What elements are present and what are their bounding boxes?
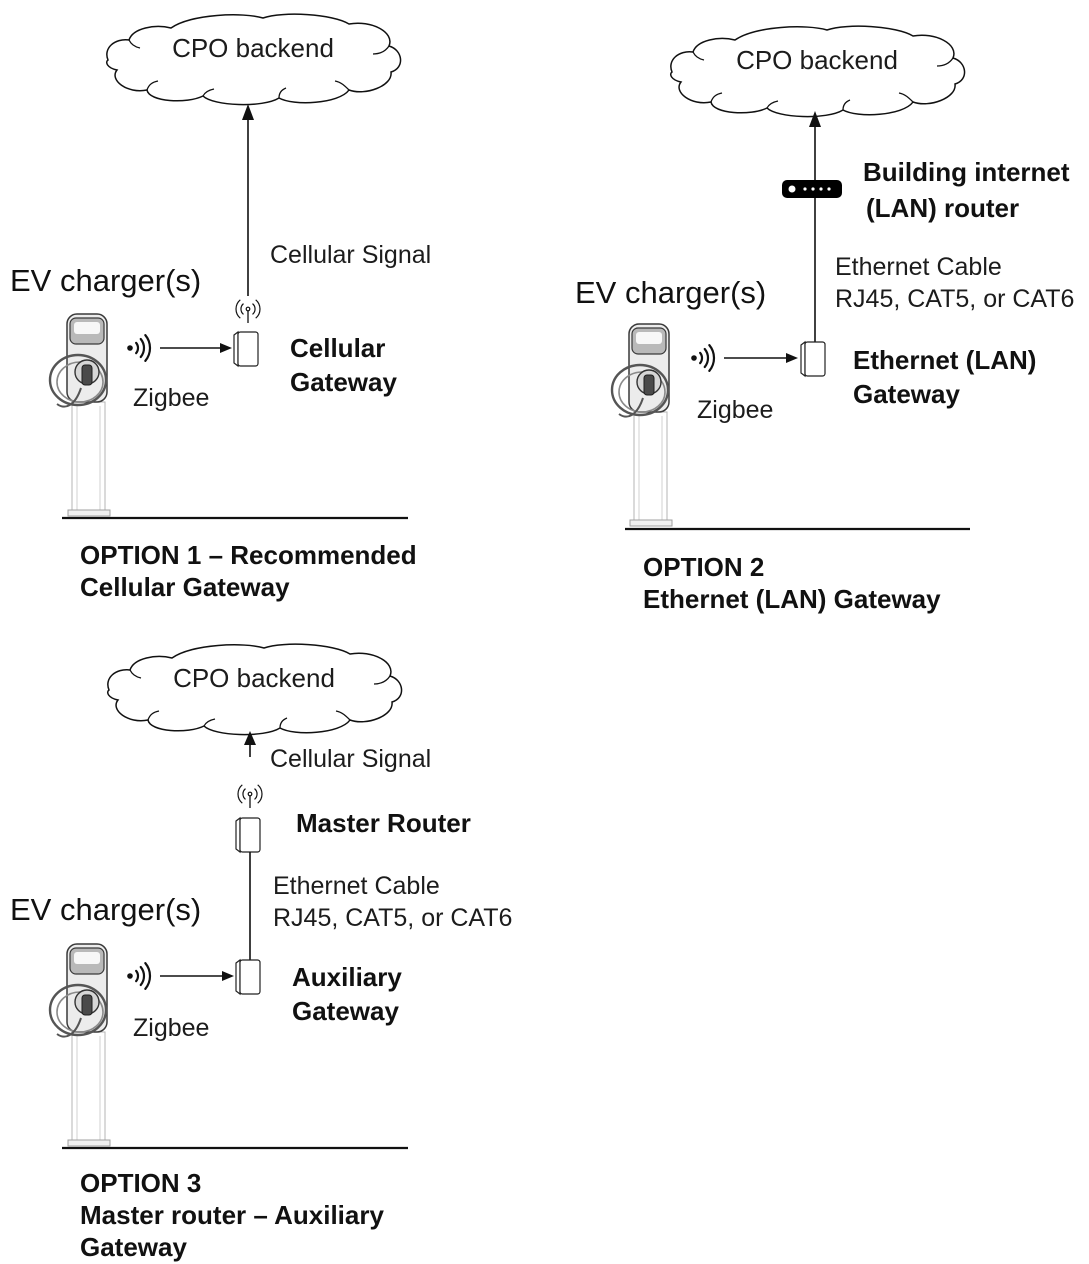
cable-label-line-1: Ethernet Cable bbox=[835, 253, 1002, 281]
option-caption-line-3: Gateway bbox=[80, 1232, 187, 1262]
router-led bbox=[827, 187, 831, 191]
arrowhead bbox=[244, 731, 256, 745]
master-router-icon bbox=[235, 817, 261, 853]
router-power-led bbox=[788, 185, 796, 193]
gateway-label-line-1: Ethernet (LAN) bbox=[853, 345, 1036, 375]
cable-label-line-2: RJ45, CAT5, or CAT6 bbox=[835, 285, 1074, 313]
zigbee-label: Zigbee bbox=[133, 1014, 209, 1042]
cloud-label: CPO backend bbox=[736, 45, 898, 75]
router-led bbox=[803, 187, 807, 191]
cellular-antenna-icon bbox=[237, 784, 263, 809]
gateway-icon bbox=[800, 341, 826, 377]
gateway-label-line-1: Cellular bbox=[290, 333, 385, 363]
zigbee-signal-icon bbox=[690, 344, 716, 372]
uplink-arrow bbox=[809, 111, 821, 342]
zigbee-arrow bbox=[160, 971, 234, 981]
zigbee-arrow bbox=[160, 343, 232, 353]
option-caption-line-1: OPTION 3 bbox=[80, 1168, 201, 1198]
zigbee-label: Zigbee bbox=[697, 396, 773, 424]
ev-charger-icon bbox=[48, 312, 112, 518]
gateway-label-line-1: Auxiliary bbox=[292, 962, 402, 992]
option-1-diagram: CPO backend Cellular Signal EV charger(s… bbox=[10, 13, 431, 602]
arrowhead bbox=[220, 343, 232, 353]
cloud-label: CPO backend bbox=[172, 33, 334, 63]
master-router-label: Master Router bbox=[296, 808, 471, 838]
router-label-line-2: (LAN) router bbox=[866, 193, 1019, 223]
zigbee-arrow bbox=[724, 353, 798, 363]
lan-router-icon bbox=[782, 180, 842, 198]
cable-label-line-1: Ethernet Cable bbox=[273, 872, 440, 900]
uplink-label: Cellular Signal bbox=[270, 745, 431, 773]
zigbee-signal-icon bbox=[126, 334, 152, 362]
cellular-antenna-icon bbox=[235, 299, 261, 324]
option-caption-line-2: Master router – Auxiliary bbox=[80, 1200, 384, 1230]
gateway-label-line-2: Gateway bbox=[853, 379, 960, 409]
option-caption-line-1: OPTION 2 bbox=[643, 552, 764, 582]
option-3-diagram: CPO backend Cellular Signal Master Route… bbox=[10, 643, 512, 1262]
zigbee-signal-icon bbox=[126, 962, 152, 990]
option-caption-line-2: Cellular Gateway bbox=[80, 572, 290, 602]
arrowhead bbox=[809, 111, 821, 127]
arrowhead bbox=[786, 353, 798, 363]
option-caption-line-2: Ethernet (LAN) Gateway bbox=[643, 584, 941, 614]
ev-charger-icon bbox=[610, 322, 674, 528]
gateway-icon bbox=[233, 331, 259, 367]
uplink-arrow bbox=[244, 731, 256, 757]
cloud-label: CPO backend bbox=[173, 663, 335, 693]
router-led bbox=[819, 187, 823, 191]
gateway-label-line-2: Gateway bbox=[290, 367, 397, 397]
charger-label: EV charger(s) bbox=[575, 275, 766, 310]
arrowhead bbox=[222, 971, 234, 981]
zigbee-label: Zigbee bbox=[133, 384, 209, 412]
option-caption-line-1: OPTION 1 – Recommended bbox=[80, 540, 417, 570]
uplink-label: Cellular Signal bbox=[270, 241, 431, 269]
charger-label: EV charger(s) bbox=[10, 892, 201, 927]
option-2-diagram: CPO backend Building internet (LAN) rout… bbox=[575, 25, 1074, 614]
uplink-arrow bbox=[242, 104, 254, 296]
ev-charger-icon bbox=[48, 942, 112, 1148]
cable-label-line-2: RJ45, CAT5, or CAT6 bbox=[273, 904, 512, 932]
gateway-label-line-2: Gateway bbox=[292, 996, 399, 1026]
router-led bbox=[811, 187, 815, 191]
arrowhead bbox=[242, 104, 254, 120]
gateway-icon bbox=[235, 959, 261, 995]
router-label-line-1: Building internet bbox=[863, 157, 1070, 187]
charger-label: EV charger(s) bbox=[10, 263, 201, 298]
